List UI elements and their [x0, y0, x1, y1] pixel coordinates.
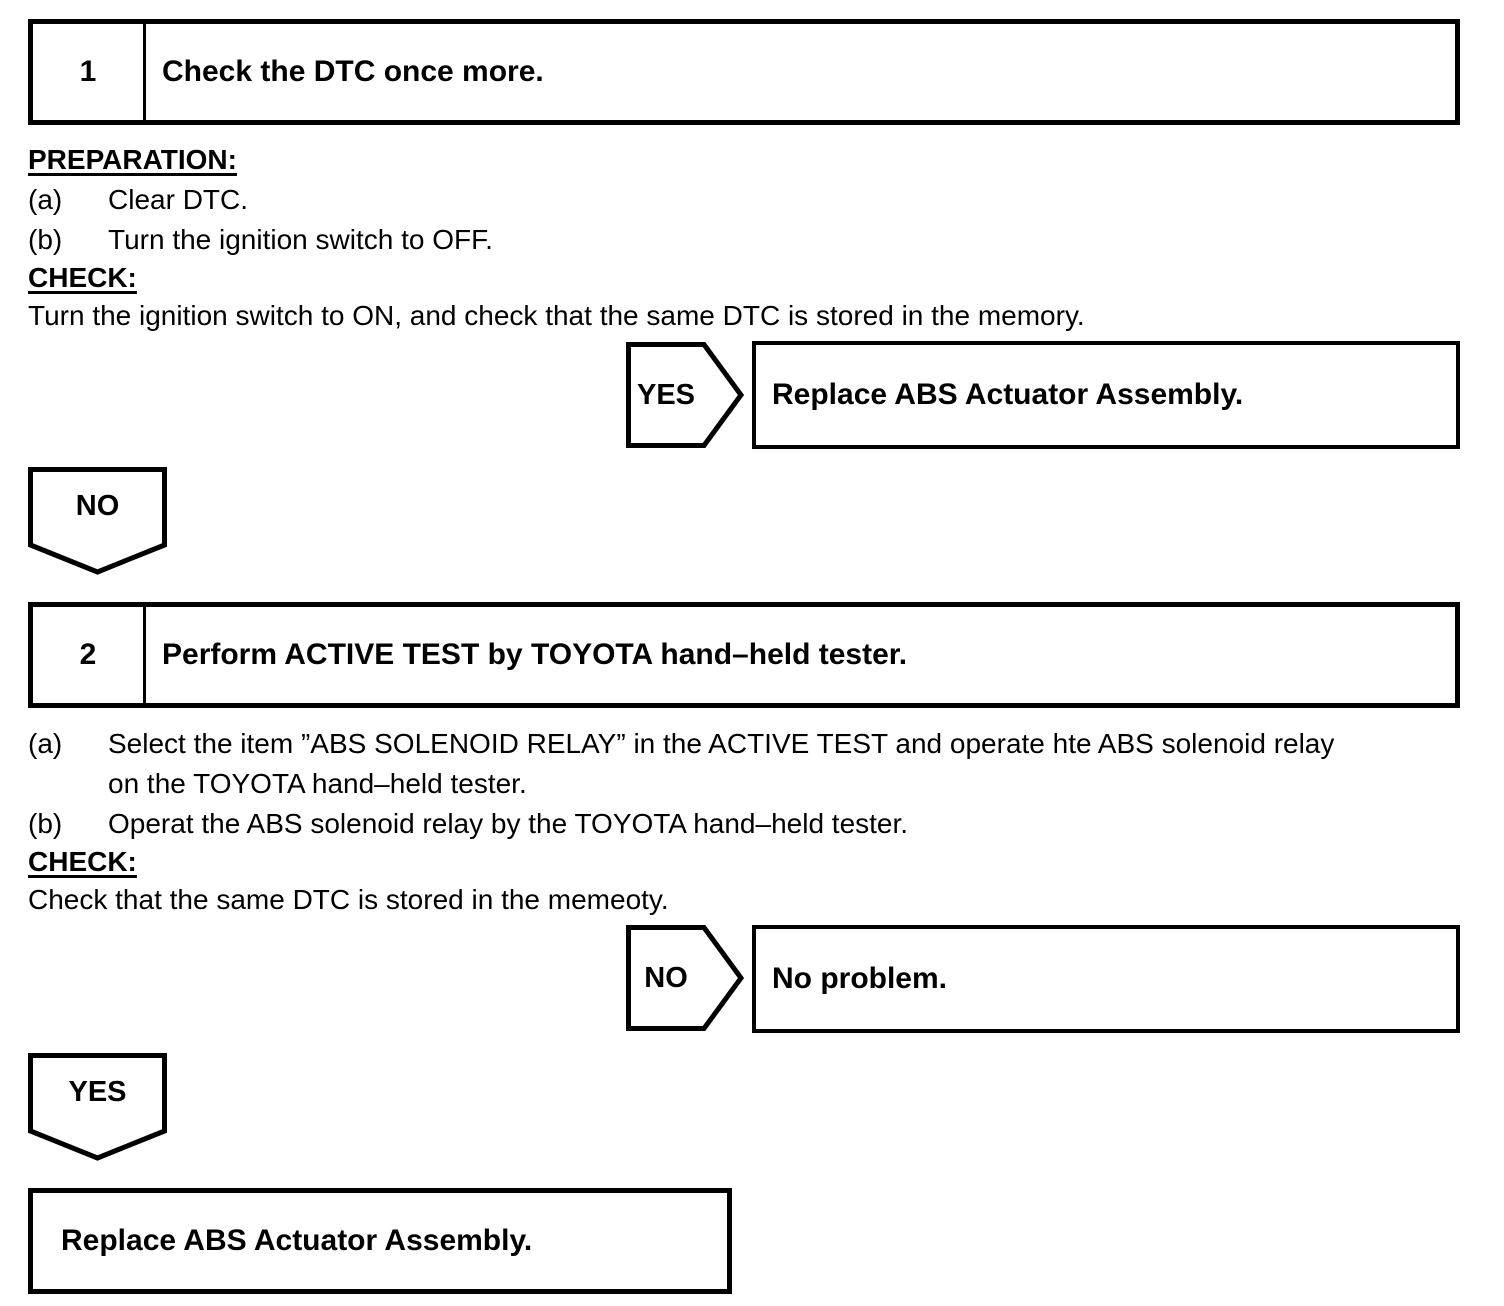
step-2-item-b-marker: (b) [28, 808, 63, 839]
step-2-check-text: Check that the same DTC is stored in the… [28, 884, 669, 915]
step-2-flow-connector: YES [28, 1053, 167, 1161]
down-arrow-pentagon-icon [28, 1053, 167, 1161]
step-2-branch-result-box: No problem. [752, 925, 1460, 1033]
step-2-branch-label: NO [644, 961, 688, 994]
step-1-branch-connector: YES [626, 342, 744, 448]
step-1-item-a-marker: (a) [28, 184, 63, 215]
step-1-check-text: Turn the ignition switch to ON, and chec… [28, 300, 1085, 331]
down-arrow-pentagon-icon [28, 467, 167, 575]
step-1-check-heading: CHECK: [28, 262, 137, 293]
step-2-header-box: 2 Perform ACTIVE TEST by TOYOTA hand–hel… [28, 602, 1460, 708]
step-1-preparation-heading: PREPARATION: [28, 144, 237, 175]
right-arrow-pentagon-icon [626, 925, 744, 1031]
step-1-branch-result-text: Replace ABS Actuator Assembly. [772, 378, 1244, 411]
final-result-box: Replace ABS Actuator Assembly. [28, 1188, 732, 1294]
step-1-flow-connector: NO [28, 467, 167, 575]
step-2-item-a-text-line-1: Select the item ”ABS SOLENOID RELAY” in … [108, 728, 1335, 759]
step-1-branch-result-box: Replace ABS Actuator Assembly. [752, 341, 1460, 449]
step-2-check-heading: CHECK: [28, 846, 137, 877]
step-2-item-a-text-line-2: on the TOYOTA hand–held tester. [108, 768, 527, 799]
step-1-header-box: 1 Check the DTC once more. [28, 19, 1460, 125]
step-2-branch-connector: NO [626, 925, 744, 1031]
step-2-flow-label: YES [68, 1075, 127, 1108]
step-2-item-b-text: Operat the ABS solenoid relay by the TOY… [108, 808, 909, 839]
step-1-item-a-text: Clear DTC. [108, 184, 249, 215]
step-1-branch-label: YES [636, 378, 696, 411]
step-1-item-b-text: Turn the ignition switch to OFF. [108, 224, 493, 255]
step-2-item-a-marker: (a) [28, 728, 63, 759]
final-result-text: Replace ABS Actuator Assembly. [61, 1224, 533, 1257]
step-1-item-b-marker: (b) [28, 224, 63, 255]
step-2-number: 2 [33, 607, 146, 703]
step-1-flow-label: NO [75, 489, 120, 522]
right-arrow-pentagon-icon [626, 342, 744, 448]
step-2-branch-result-text: No problem. [772, 962, 948, 995]
step-1-number: 1 [33, 24, 146, 120]
step-2-title: Perform ACTIVE TEST by TOYOTA hand–held … [162, 638, 908, 671]
step-1-title: Check the DTC once more. [162, 55, 544, 88]
